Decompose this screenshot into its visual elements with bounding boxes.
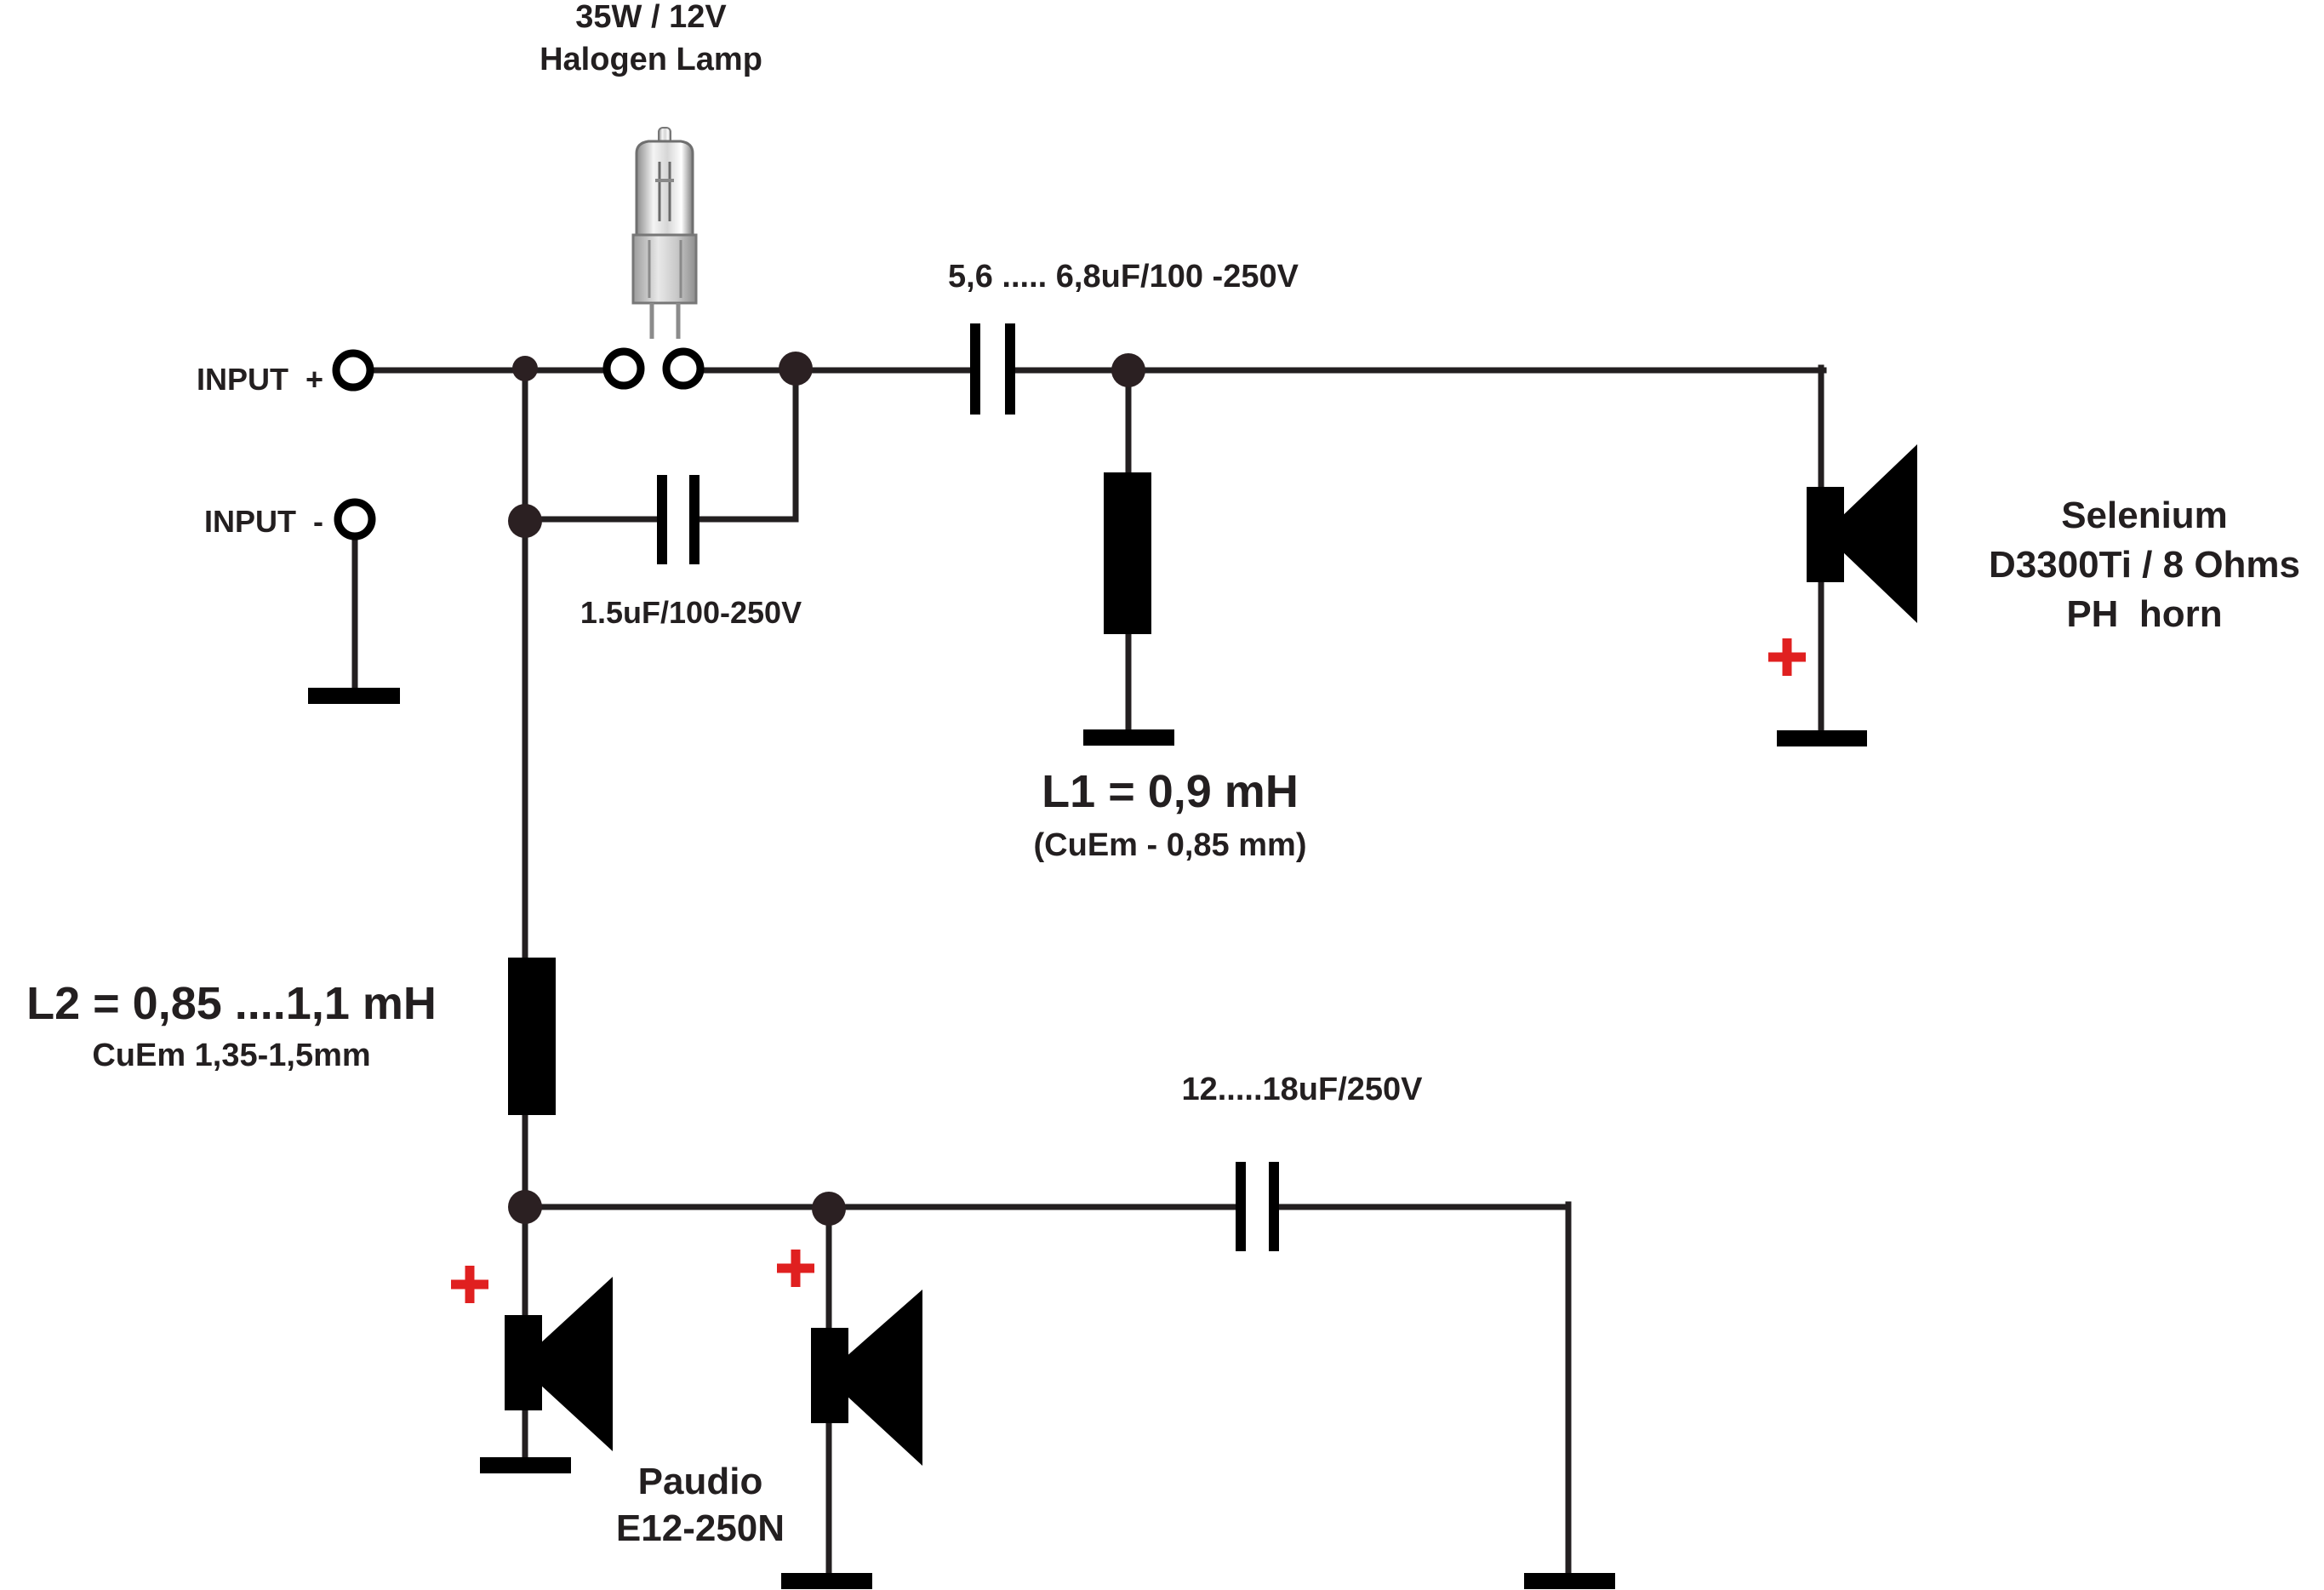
input-positive-terminal (332, 349, 374, 392)
woofer-brand-label: Paudio (638, 1461, 763, 1502)
inductor-l2-wire-label: CuEm 1,35-1,5mm (92, 1038, 370, 1073)
input-negative-terminal (334, 498, 376, 540)
ground-bars (308, 688, 1867, 1589)
input-positive-label: INPUT + (197, 362, 323, 397)
inductor-l1 (1104, 472, 1151, 634)
polarity-mark-woofer1 (451, 1266, 488, 1303)
inductor-l1-value-label: L1 = 0,9 mH (1042, 766, 1299, 817)
lamp-terminal-left (602, 347, 645, 390)
woofer2-speaker-icon (811, 1290, 922, 1466)
capacitor-woofer-series-label: 12.....18uF/250V (1181, 1072, 1423, 1107)
woofer-model-label: E12-250N (616, 1507, 785, 1549)
junction-nodes (508, 352, 1145, 1226)
lamp-name-label: Halogen Lamp (540, 42, 762, 77)
lamp-rating-label: 35W / 12V (575, 0, 727, 35)
capacitor-series-main-label: 5,6 ..... 6,8uF/100 -250V (948, 259, 1299, 295)
node-top-left (512, 356, 538, 381)
inductor-l1-wire-label: (CuEm - 0,85 mm) (1034, 827, 1307, 863)
capacitor-series-main (970, 323, 1015, 415)
tweeter-speaker-icon (1807, 444, 1917, 623)
ground-tweeter (1777, 730, 1867, 746)
node-bypass-left (508, 504, 542, 538)
ground-woofer1 (480, 1457, 571, 1473)
input-negative-label: INPUT - (204, 504, 323, 539)
ground-l1 (1083, 729, 1174, 746)
capacitor-bypass-label: 1.5uF/100-250V (580, 595, 802, 630)
inductor-l2 (508, 958, 556, 1115)
ground-bottom-right (1524, 1573, 1615, 1589)
node-top-bypass (779, 352, 813, 386)
ground-woofer2 (781, 1573, 872, 1589)
polarity-mark-tweeter (1768, 638, 1806, 676)
polarity-mark-woofer2 (777, 1250, 814, 1287)
tweeter-model-label: D3300Ti / 8 Ohms (1989, 544, 2300, 586)
node-top-l1 (1111, 353, 1145, 387)
woofer1-speaker-icon (505, 1277, 613, 1451)
lamp-terminal-right (662, 347, 705, 390)
capacitor-woofer-series (1236, 1162, 1279, 1251)
capacitor-bypass (657, 475, 699, 564)
halogen-lamp-icon (631, 127, 698, 339)
node-bottom-left (508, 1190, 542, 1224)
tweeter-horn-label: PH horn (2066, 593, 2222, 635)
tweeter-brand-label: Selenium (2061, 495, 2228, 536)
ground-input (308, 688, 400, 704)
inductor-l2-value-label: L2 = 0,85 ....1,1 mH (26, 978, 437, 1029)
node-bottom-woofer2 (812, 1192, 846, 1226)
